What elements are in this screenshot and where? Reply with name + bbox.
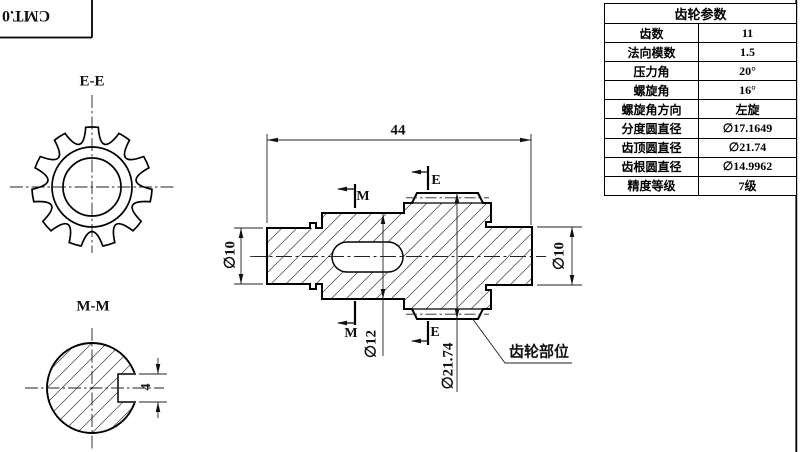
cut-e-top-arrow [411, 169, 421, 175]
param-value: ∅14.9962 [722, 159, 773, 174]
param-label: 螺旋角方向 [605, 100, 699, 119]
param-label: 齿根圆直径 [605, 157, 699, 176]
param-value: ∅21.74 [728, 140, 767, 155]
dim-text-left-dia10: ∅10 [222, 240, 239, 270]
keyway-width-dimension [139, 358, 167, 418]
cut-label-m-top: M [356, 189, 370, 204]
param-value: 20° [739, 63, 756, 78]
title-block [0, 0, 93, 39]
dimensions [234, 134, 582, 392]
gear-part-leader-line [471, 317, 572, 364]
dim-text-dia21-74: ∅21.74 [440, 342, 457, 390]
dim-overall-44 [266, 134, 532, 225]
table-row: 螺旋角方向 左旋 [605, 100, 796, 120]
cut-e-bottom-arrow [411, 338, 421, 344]
param-label: 螺旋角 [605, 81, 699, 100]
param-label: 法向模数 [605, 43, 699, 62]
cut-m-bottom-arrow [337, 320, 347, 326]
shaft-hatching [267, 203, 532, 309]
gear-parameters-table-title: 齿轮参数 [605, 4, 796, 24]
table-row: 螺旋角 16° [605, 81, 796, 101]
param-value: 11 [741, 25, 754, 40]
table-row: 齿数 11 [605, 24, 796, 44]
table-row: 齿根圆直径 ∅14.9962 [605, 157, 796, 177]
param-value: 左旋 [735, 102, 760, 117]
shaft-outline [266, 192, 533, 320]
gear-front-view [10, 95, 176, 253]
section-label-m-m: M-M [76, 298, 110, 315]
gear-part-label: 齿轮部位 [508, 343, 570, 361]
dim-left-dia10 [234, 227, 263, 285]
section-cut-marks [337, 166, 430, 345]
gear-parameters-table: 齿轮参数 齿数 11 法向模数 1.5 压力角 20° 螺旋角 16° 螺旋角方向 左旋分度圆直径… [604, 3, 797, 196]
param-label: 齿数 [605, 24, 699, 43]
dim-text-44: 44 [390, 122, 406, 139]
table-row: 分度圆直径 ∅17.1649 [605, 119, 796, 139]
dim-text-right-dia10: ∅10 [551, 241, 568, 271]
keyway-slot [331, 241, 404, 273]
table-row: 精度等级 7级 [605, 176, 796, 195]
cut-m-top-arrow [337, 186, 347, 192]
table-row: 齿顶圆直径 ∅21.74 [605, 138, 796, 158]
cut-label-e-bottom: E [430, 325, 440, 340]
param-value: 1.5 [740, 44, 755, 59]
dim-dia21-74 [454, 193, 460, 392]
gear-teeth-profile [31, 126, 153, 247]
param-label: 分度圆直径 [605, 119, 699, 138]
param-value: 16° [739, 82, 756, 97]
table-row: 法向模数 1.5 [605, 43, 796, 63]
section-label-e-e: E-E [79, 73, 105, 90]
dim-text-dia12: ∅12 [363, 329, 380, 359]
gear-bore-circle [62, 157, 122, 217]
dim-text-keyway-4: 4 [139, 383, 154, 391]
shaft-section-view [250, 192, 546, 320]
keyway-section-view [25, 328, 167, 450]
dim-dia12 [380, 214, 386, 356]
gear-parameters-table-rows: 齿数 11 法向模数 1.5 压力角 20° 螺旋角 16° 螺旋角方向 左旋分度圆直径 ∅17.1… [605, 24, 796, 195]
cut-label-e-top: E [431, 173, 441, 188]
param-value: ∅17.1649 [722, 121, 773, 136]
param-label: 齿顶圆直径 [605, 138, 699, 157]
param-label: 压力角 [605, 62, 699, 81]
dim-right-dia10 [537, 226, 582, 286]
param-label: 精度等级 [605, 176, 699, 195]
cut-label-m-bottom: M [344, 326, 358, 341]
table-row: 压力角 20° [605, 62, 796, 82]
gear-root-circle [51, 146, 133, 228]
param-value: 7级 [738, 179, 757, 194]
part-number-text: CMT.0 [2, 7, 51, 24]
